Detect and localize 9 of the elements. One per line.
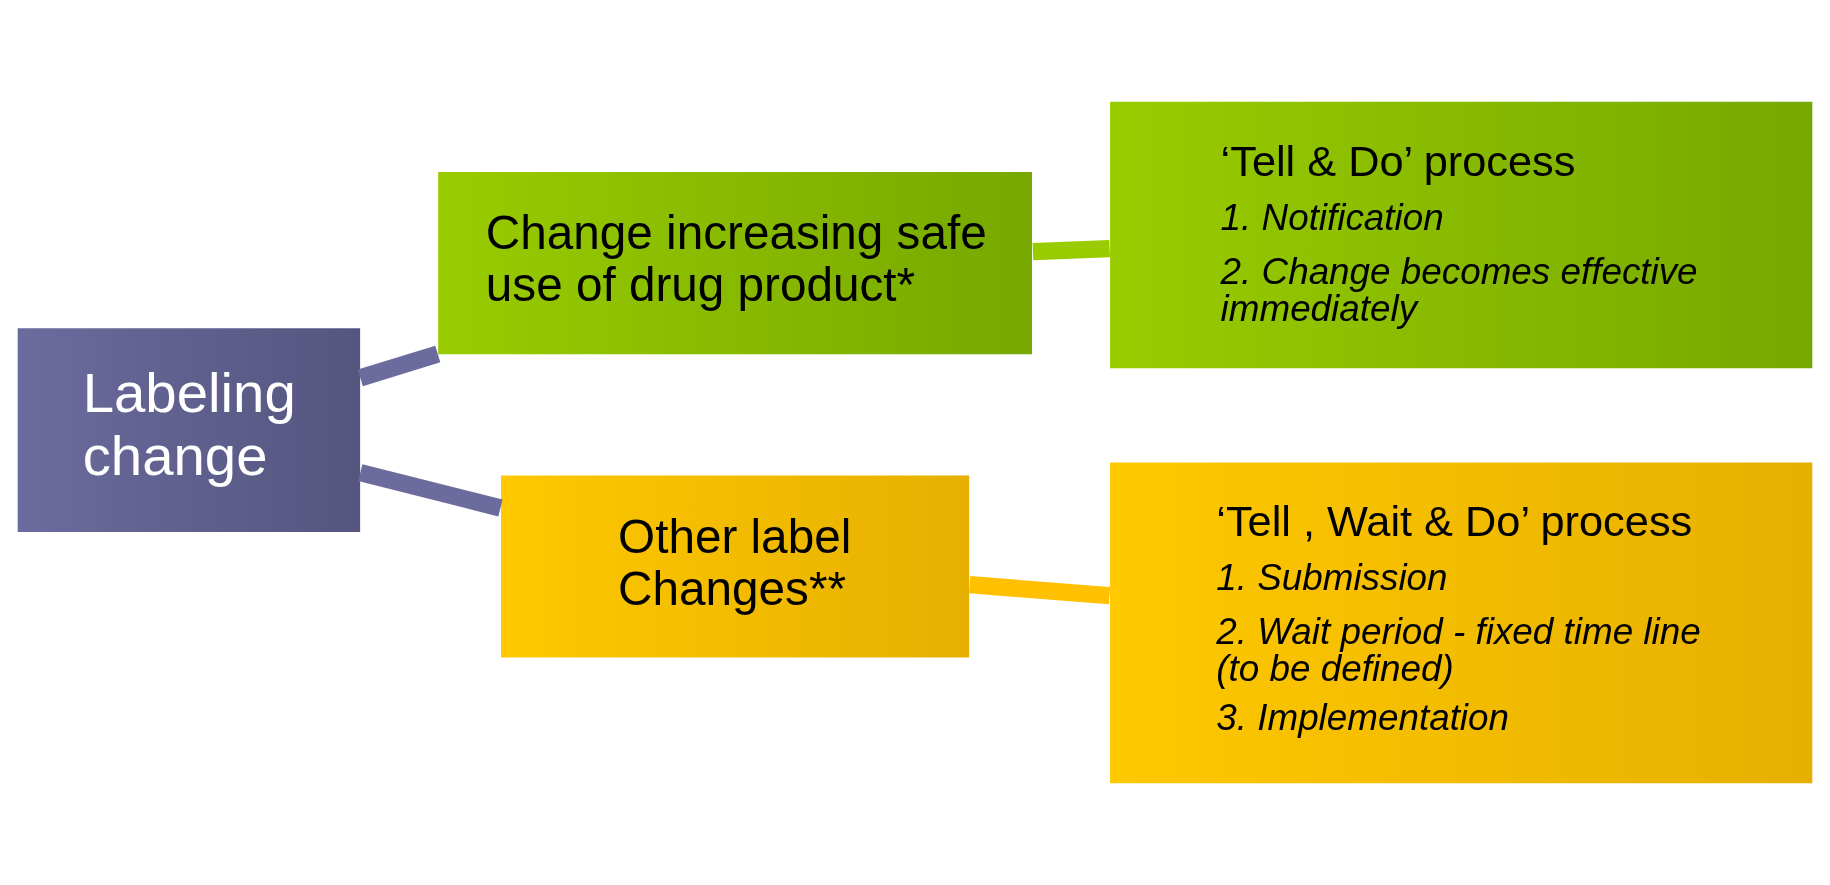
connector <box>1032 239 1110 261</box>
connector <box>358 464 503 517</box>
node-box: Labeling change <box>17 328 361 532</box>
connector <box>357 345 441 387</box>
node-box: ‘Tell , Wait & Do’ process 1. Submission 2. Wait period - fixed time line (to be defined) 3. Implementation <box>1110 462 1813 784</box>
node-box: ‘Tell & Do’ process 1. Notification 2. Change becomes effective immediately <box>1110 101 1813 369</box>
node-box: Other label Changes** <box>501 475 970 658</box>
connector <box>968 576 1111 605</box>
node-box: Change increasing safe use of drug product* <box>438 172 1033 355</box>
